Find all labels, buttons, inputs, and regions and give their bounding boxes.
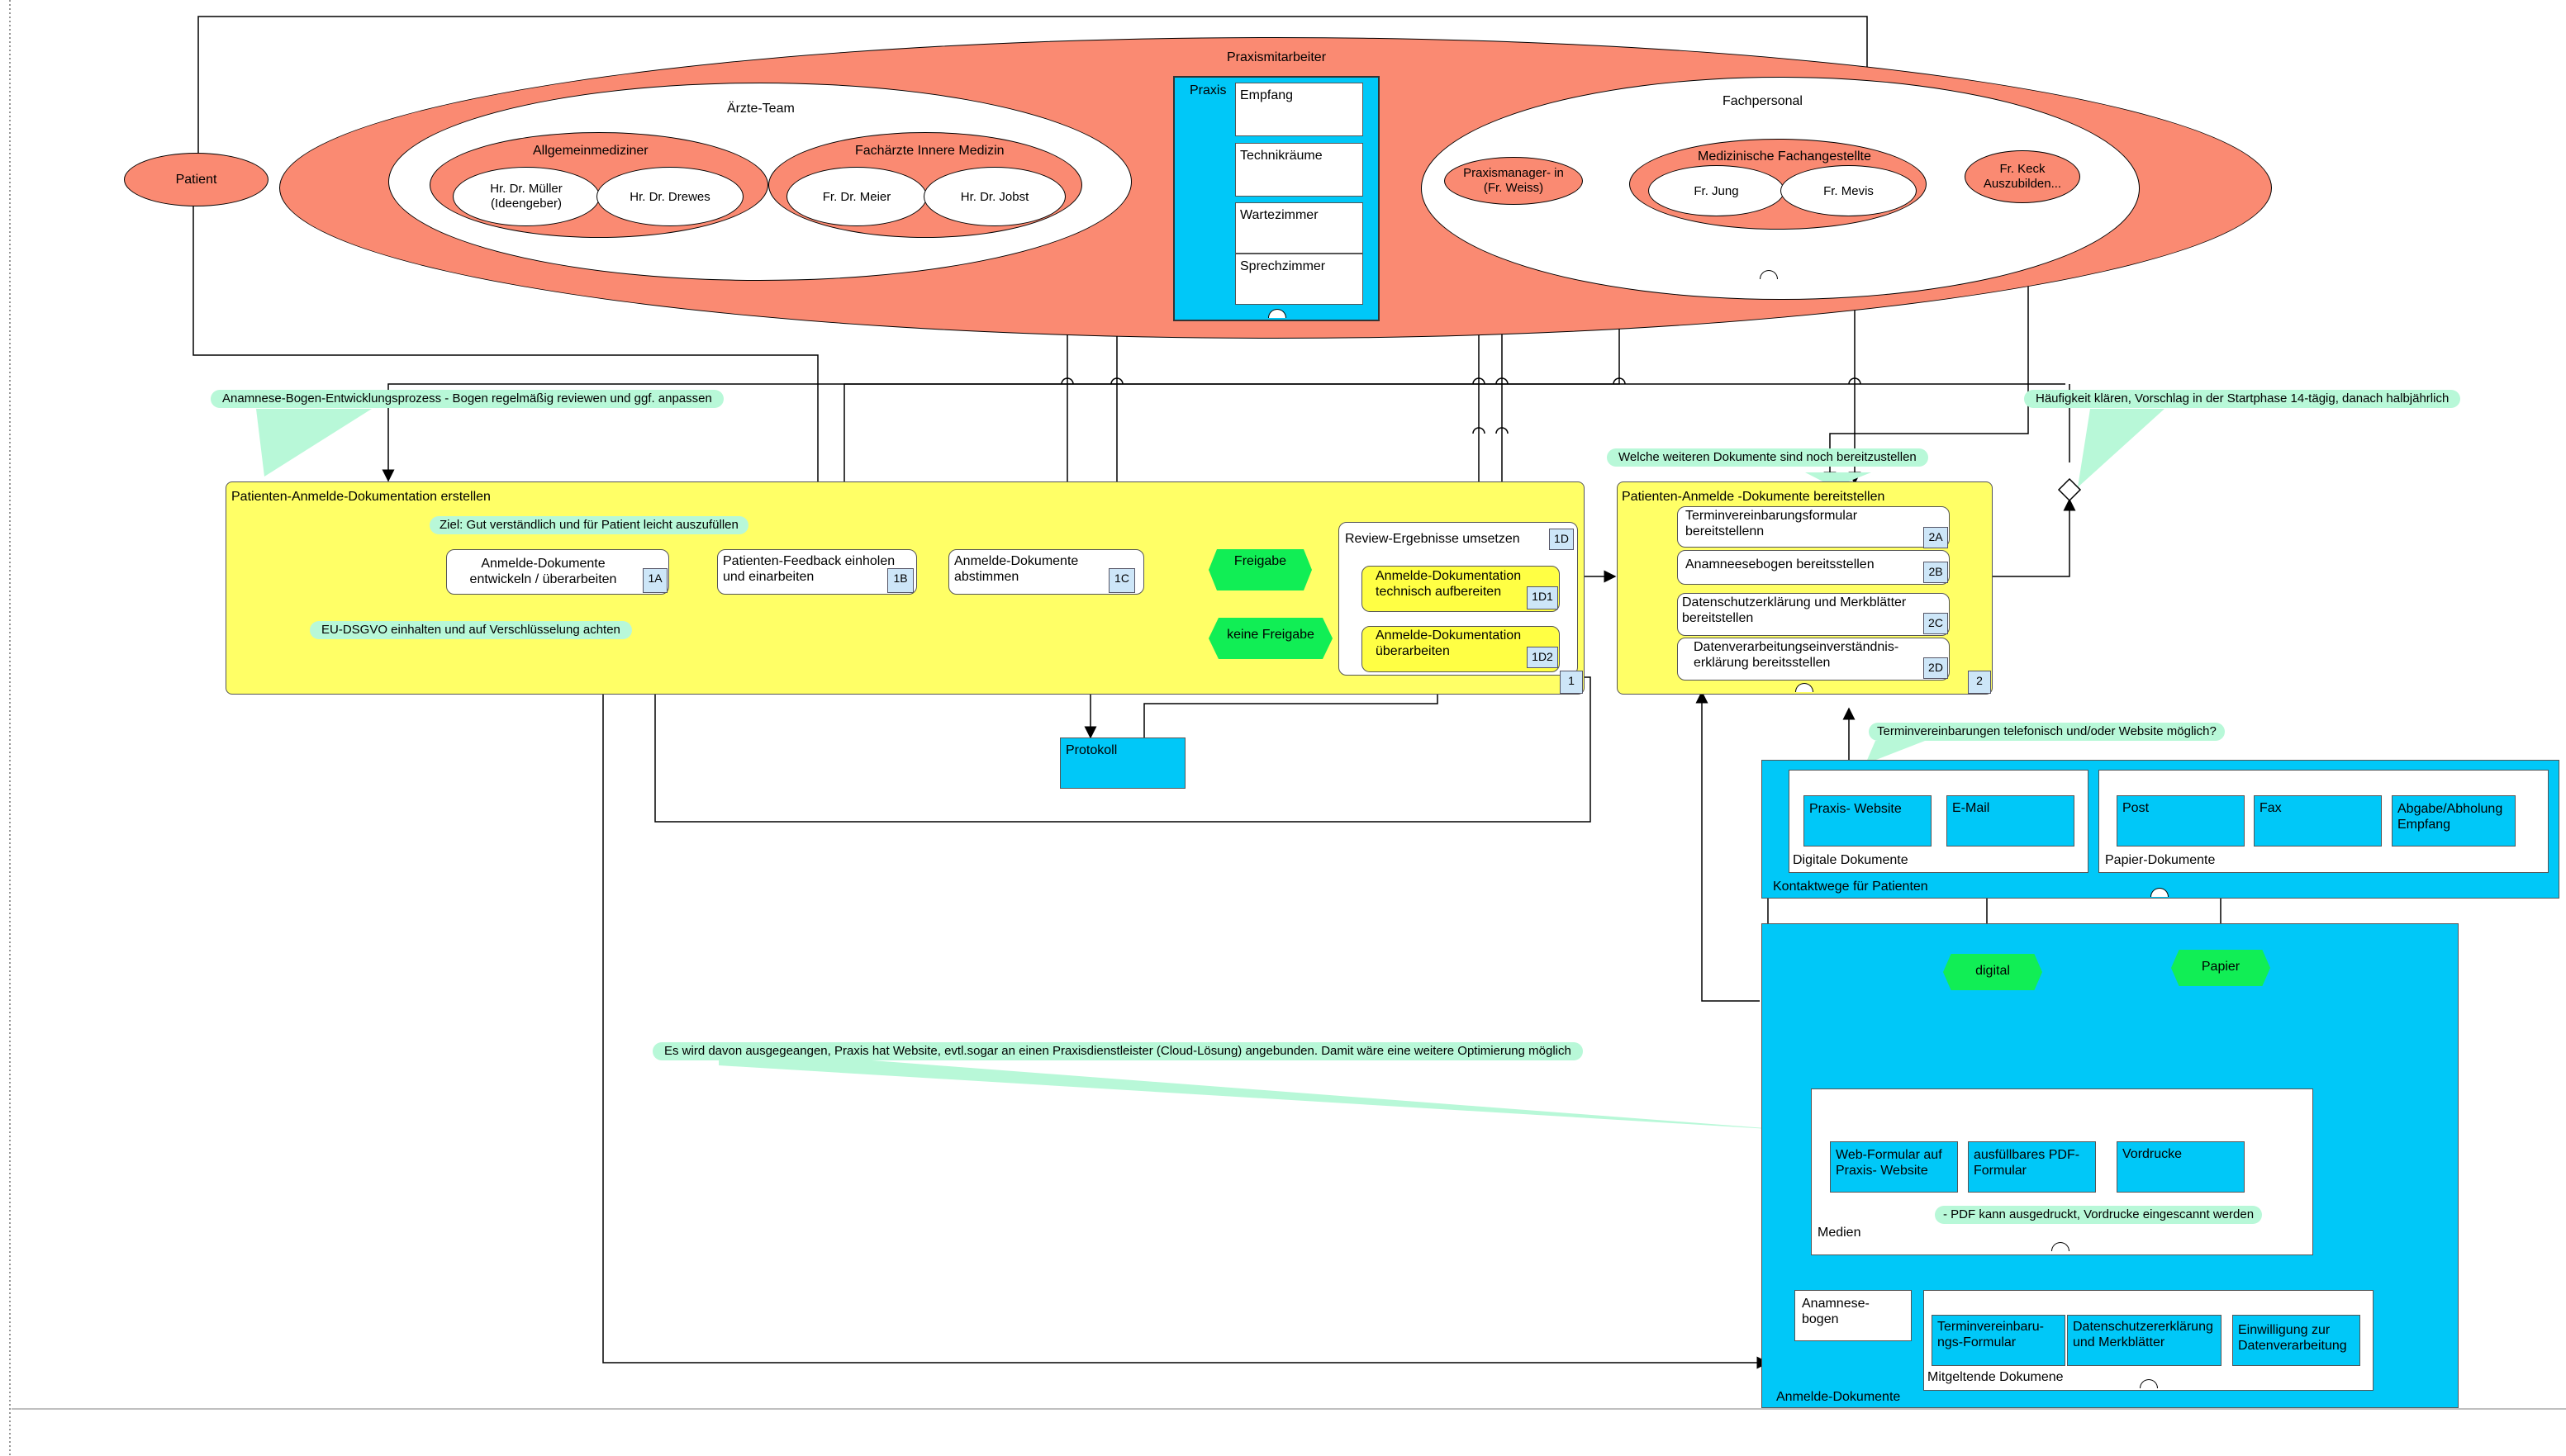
note-haeufigkeit: Häufigkeit klären, Vorschlag in der Star…: [2024, 390, 2461, 408]
badge-2b: 2B: [1923, 562, 1948, 583]
task-1d1-label: Anmelde-Dokumentation technisch aufberei…: [1376, 569, 1522, 599]
task-1a[interactable]: [446, 549, 669, 595]
medium-pdf-formular[interactable]: ausfüllbares PDF- Formular: [1968, 1141, 2096, 1193]
channel-post[interactable]: Post: [2117, 795, 2245, 847]
doc-datenschutz[interactable]: Datenschutzererklärung und Merkblätter: [2067, 1315, 2221, 1366]
task-2d[interactable]: [1677, 638, 1950, 681]
process-2-title: Patienten-Anmelde -Dokumente bereitstell…: [1622, 490, 1885, 504]
badge-1c: 1C: [1109, 568, 1135, 593]
badge-1d1: 1D1: [1527, 586, 1558, 609]
room-sprechzimmer[interactable]: Sprechzimmer: [1235, 254, 1363, 305]
channel-fax[interactable]: Fax: [2254, 795, 2382, 847]
papier-dokumente-title: Papier-Dokumente: [2105, 853, 2216, 867]
medium-vordrucke[interactable]: Vordrucke: [2117, 1141, 2245, 1193]
event-digital[interactable]: digital: [1943, 954, 2042, 990]
channel-abgabe-empfang[interactable]: Abgabe/Abholung Empfang: [2392, 795, 2516, 847]
patient-node[interactable]: Patient: [124, 153, 268, 206]
dr-drewes-node[interactable]: Hr. Dr. Drewes: [596, 167, 744, 226]
room-technikraeume[interactable]: Technikräume: [1235, 143, 1363, 197]
praxismitarbeiter-label: Praxismitarbeiter: [1227, 50, 1327, 64]
badge-1a: 1A: [643, 568, 668, 593]
note-anamnese-prozess: Anamnese-Bogen-Entwicklungsprozess - Bog…: [211, 390, 724, 408]
task-1c-label: Anmelde-Dokumente abstimmen: [954, 554, 1079, 584]
note-website-annahme: Es wird davon ausgegeangen, Praxis hat W…: [653, 1042, 1583, 1060]
task-1b-label: Patienten-Feedback einholen und einarbei…: [723, 554, 896, 584]
badge-1b: 1B: [887, 568, 914, 593]
channel-email[interactable]: E-Mail: [1946, 795, 2074, 847]
mitgeltende-title: Mitgeltende Dokumene: [1927, 1370, 2064, 1384]
medium-webformular[interactable]: Web-Formular auf Praxis- Website: [1830, 1141, 1958, 1193]
task-2c[interactable]: [1677, 593, 1950, 636]
task-2c-label: Datenschutzerklärung und Merkblätter ber…: [1682, 595, 1907, 625]
room-empfang[interactable]: Empfang: [1235, 83, 1363, 136]
badge-2: 2: [1968, 671, 1991, 694]
dr-jobst-node[interactable]: Hr. Dr. Jobst: [924, 167, 1066, 226]
task-1a-label: Anmelde-Dokumente entwickeln / überarbei…: [469, 557, 617, 586]
task-2a[interactable]: [1677, 506, 1950, 548]
badge-1: 1: [1560, 671, 1583, 694]
mfa-label: Medizinische Fachangestellte: [1698, 149, 1871, 164]
badge-2a: 2A: [1923, 527, 1948, 548]
fachpersonal-label: Fachpersonal: [1723, 94, 1803, 108]
channel-praxis-website[interactable]: Praxis- Website: [1803, 795, 1932, 847]
doc-terminvereinbarung[interactable]: Terminvereinbaru- ngs-Formular: [1932, 1315, 2065, 1366]
note-dsgvo: EU-DSGVO einhalten und auf Verschlüsselu…: [310, 621, 632, 639]
note-ziel: Ziel: Gut verständlich und für Patient l…: [430, 516, 748, 534]
aerzte-team-label: Ärzte-Team: [727, 102, 795, 116]
room-wartezimmer[interactable]: Wartezimmer: [1235, 202, 1363, 254]
event-freigabe[interactable]: Freigabe: [1209, 549, 1312, 590]
event-keine-freigabe[interactable]: keine Freigabe: [1209, 618, 1333, 659]
note-welche-dokumente: Welche weiteren Dokumente sind noch bere…: [1607, 448, 1928, 467]
dr-meier-node[interactable]: Fr. Dr. Meier: [786, 167, 927, 226]
fachaerzte-label: Fachärzte Innere Medizin: [855, 144, 1005, 158]
badge-1d2: 1D2: [1527, 647, 1558, 668]
task-1d-label: Review-Ergebnisse umsetzen: [1345, 532, 1520, 546]
badge-2c: 2C: [1923, 613, 1948, 634]
dr-mueller-node[interactable]: Hr. Dr. Müller (Ideengeber): [453, 167, 600, 226]
fr-mevis-node[interactable]: Fr. Mevis: [1780, 165, 1917, 216]
event-papier[interactable]: Papier: [2171, 950, 2270, 986]
praxis-label: Praxis: [1190, 83, 1227, 97]
anmelde-dokumente-title: Anmelde-Dokumente: [1776, 1390, 1901, 1404]
task-2b[interactable]: [1677, 550, 1950, 585]
task-1b[interactable]: [717, 549, 917, 595]
fr-keck-node[interactable]: Fr. Keck Auszubilden...: [1965, 150, 2080, 203]
allgemeinmediziner-label: Allgemeinmediziner: [533, 144, 649, 158]
note-terminvereinbarungen: Terminvereinbarungen telefonisch und/ode…: [1869, 723, 2225, 741]
praxismanagerin-node[interactable]: Praxismanager- in (Fr. Weiss): [1444, 157, 1583, 205]
task-1d2-label: Anmelde-Dokumentation überarbeiten: [1376, 628, 1522, 658]
badge-1d: 1D: [1549, 529, 1574, 550]
task-2d-label: Datenverarbeitungseinverständnis- erklär…: [1694, 640, 1899, 670]
doc-einwilligung[interactable]: Einwilligung zur Datenverarbeitung: [2232, 1315, 2360, 1366]
note-pdf: - PDF kann ausgedruckt, Vordrucke einges…: [1935, 1206, 2263, 1224]
process-1-title: Patienten-Anmelde-Dokumentation erstelle…: [231, 490, 491, 504]
fr-jung-node[interactable]: Fr. Jung: [1648, 165, 1784, 216]
task-2b-label: Anamneesebogen bereitsstellen: [1685, 557, 1875, 571]
protokoll-doc[interactable]: Protokoll: [1060, 737, 1186, 789]
kontaktwege-title: Kontaktwege für Patienten: [1773, 880, 1928, 894]
digitale-dokumente-title: Digitale Dokumente: [1793, 853, 1908, 867]
doc-anamnesebogen[interactable]: Anamnese- bogen: [1794, 1290, 1912, 1341]
task-2a-label: Terminvereinbarungsformular bereitstelle…: [1685, 509, 1858, 538]
badge-2d: 2D: [1923, 657, 1948, 679]
medien-title: Medien: [1818, 1226, 1861, 1240]
